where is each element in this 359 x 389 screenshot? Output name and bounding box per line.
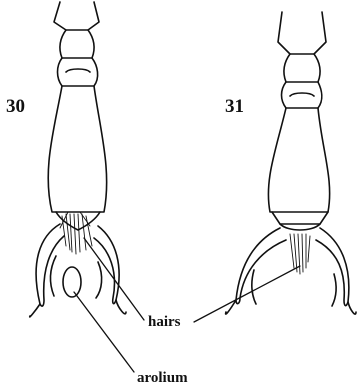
hairs-label: hairs [148, 314, 181, 330]
figure-number-30: 30 [6, 96, 25, 117]
figure-number-31: 31 [225, 96, 244, 117]
specimen-30-drawing [30, 2, 126, 317]
arolium-label: arolium [137, 370, 188, 386]
specimen-31-drawing [226, 12, 356, 314]
arolium-leader-line [74, 292, 134, 372]
